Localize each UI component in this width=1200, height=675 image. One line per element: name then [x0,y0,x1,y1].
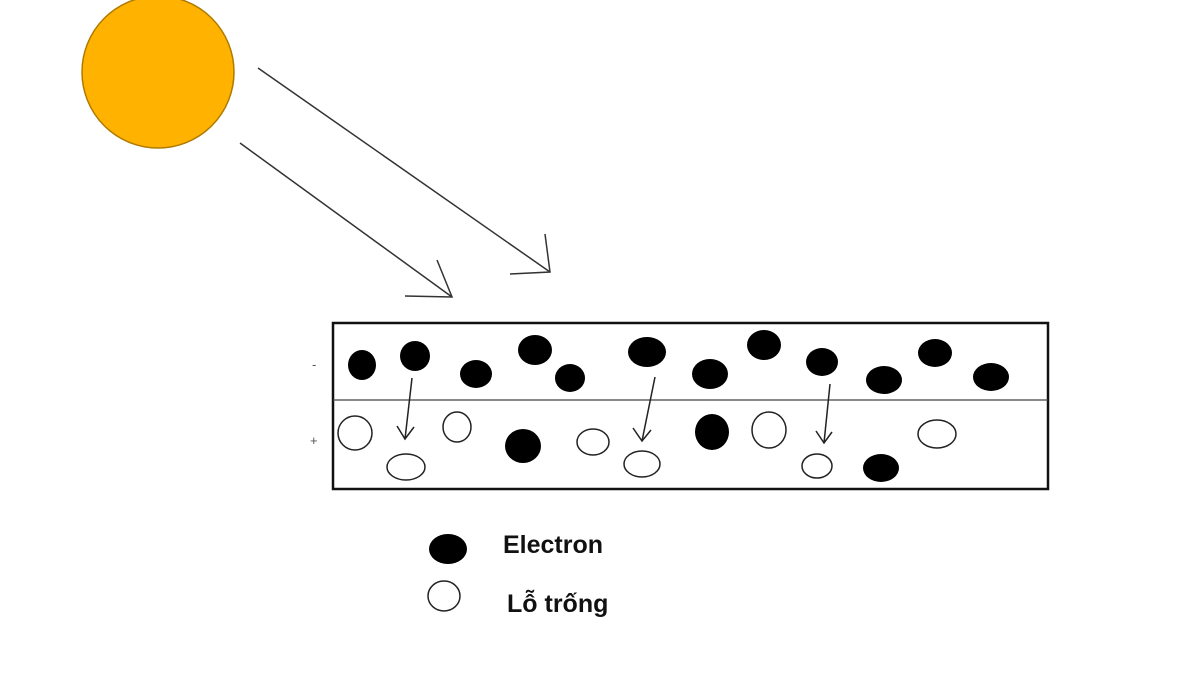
legend-hole-label: Lỗ trống [507,588,608,618]
transfer-arrow [823,383,831,444]
electron [863,454,899,482]
electron [695,414,729,450]
hole [442,411,472,443]
legend: Electron Lỗ trống [427,531,608,618]
arrowhead [404,259,454,298]
electrons [348,330,1009,482]
electron [918,339,952,367]
sun-icon [81,0,235,149]
light-rays [239,67,551,298]
transfer-arrows [396,376,833,445]
arrowhead [396,425,415,441]
electron [460,360,492,388]
light-ray-arrow [239,142,453,298]
hole [576,428,610,456]
arrowhead [632,427,652,443]
legend-hole-icon [427,580,461,612]
legend-electron-label: Electron [503,531,603,559]
transfer-arrow [404,377,413,440]
electron [348,350,376,380]
electron [747,330,781,360]
arrowhead [815,430,833,445]
semiconductor-block [331,321,1050,491]
electron [400,341,430,371]
hole [801,453,833,479]
light-ray-arrow [257,67,551,273]
electron [518,335,552,365]
hole [337,415,373,451]
top-layer-sign: - [312,357,316,372]
hole [386,453,426,481]
electron [505,429,541,463]
electron [692,359,728,389]
holes [337,411,957,481]
electron [973,363,1009,391]
hole [917,419,957,449]
transfer-arrow [641,376,656,442]
hole [623,450,661,478]
legend-electron-icon [429,534,467,564]
bottom-layer-sign: + [310,433,318,448]
electron [628,337,666,367]
electron [866,366,902,394]
electron [806,348,838,376]
hole [751,411,787,449]
electron [555,364,585,392]
arrowhead [509,233,551,275]
